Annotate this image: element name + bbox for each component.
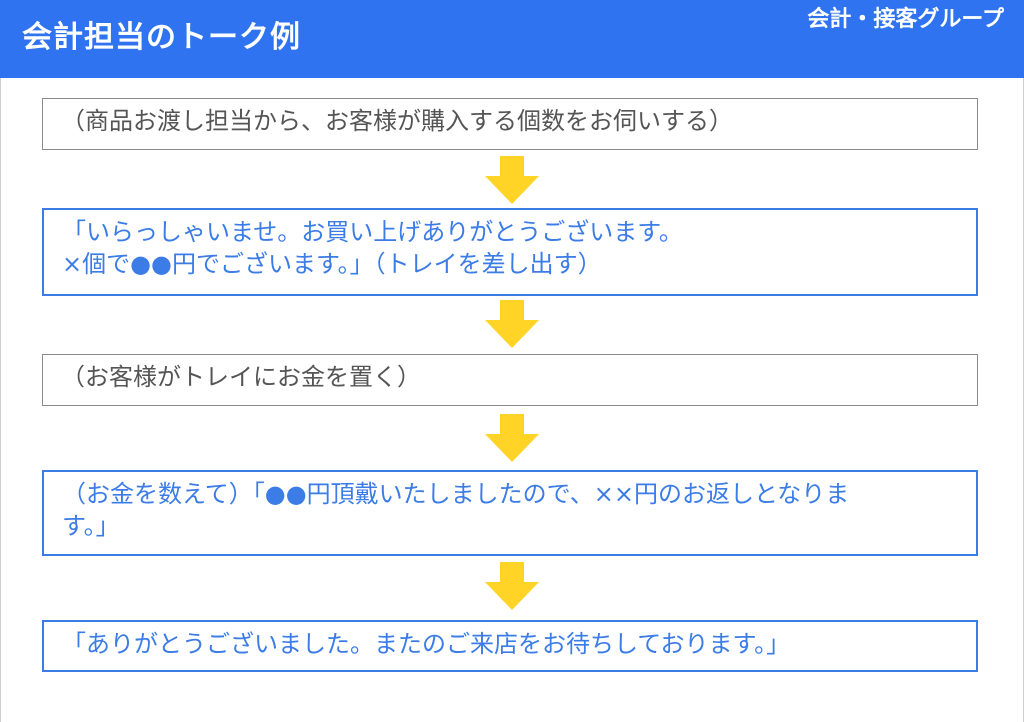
step-customer-pays: （お客様がトレイにお金を置く） <box>42 354 978 406</box>
step-return-change: （お金を数えて）「●●円頂戴いたしましたので、××円のお返しとなりま す。」 <box>42 470 978 556</box>
down-arrow-icon <box>485 300 539 348</box>
step-thank-you: 「ありがとうございました。またのご来店をお待ちしております。」 <box>42 620 978 672</box>
down-arrow-icon <box>485 156 539 204</box>
header-bar: 会計担当のトーク例 会計・接客グループ <box>0 0 1024 78</box>
step-request-quantity: （商品お渡し担当から、お客様が購入する個数をお伺いする） <box>42 98 978 150</box>
step-greeting-price: 「いらっしゃいませ。お買い上げありがとうございます。 ×個で●●円でございます。… <box>42 208 978 296</box>
group-label: 会計・接客グループ <box>807 7 1004 32</box>
down-arrow-icon <box>485 414 539 462</box>
left-border <box>0 78 1 722</box>
page-title: 会計担当のトーク例 <box>22 20 301 55</box>
down-arrow-icon <box>485 562 539 610</box>
